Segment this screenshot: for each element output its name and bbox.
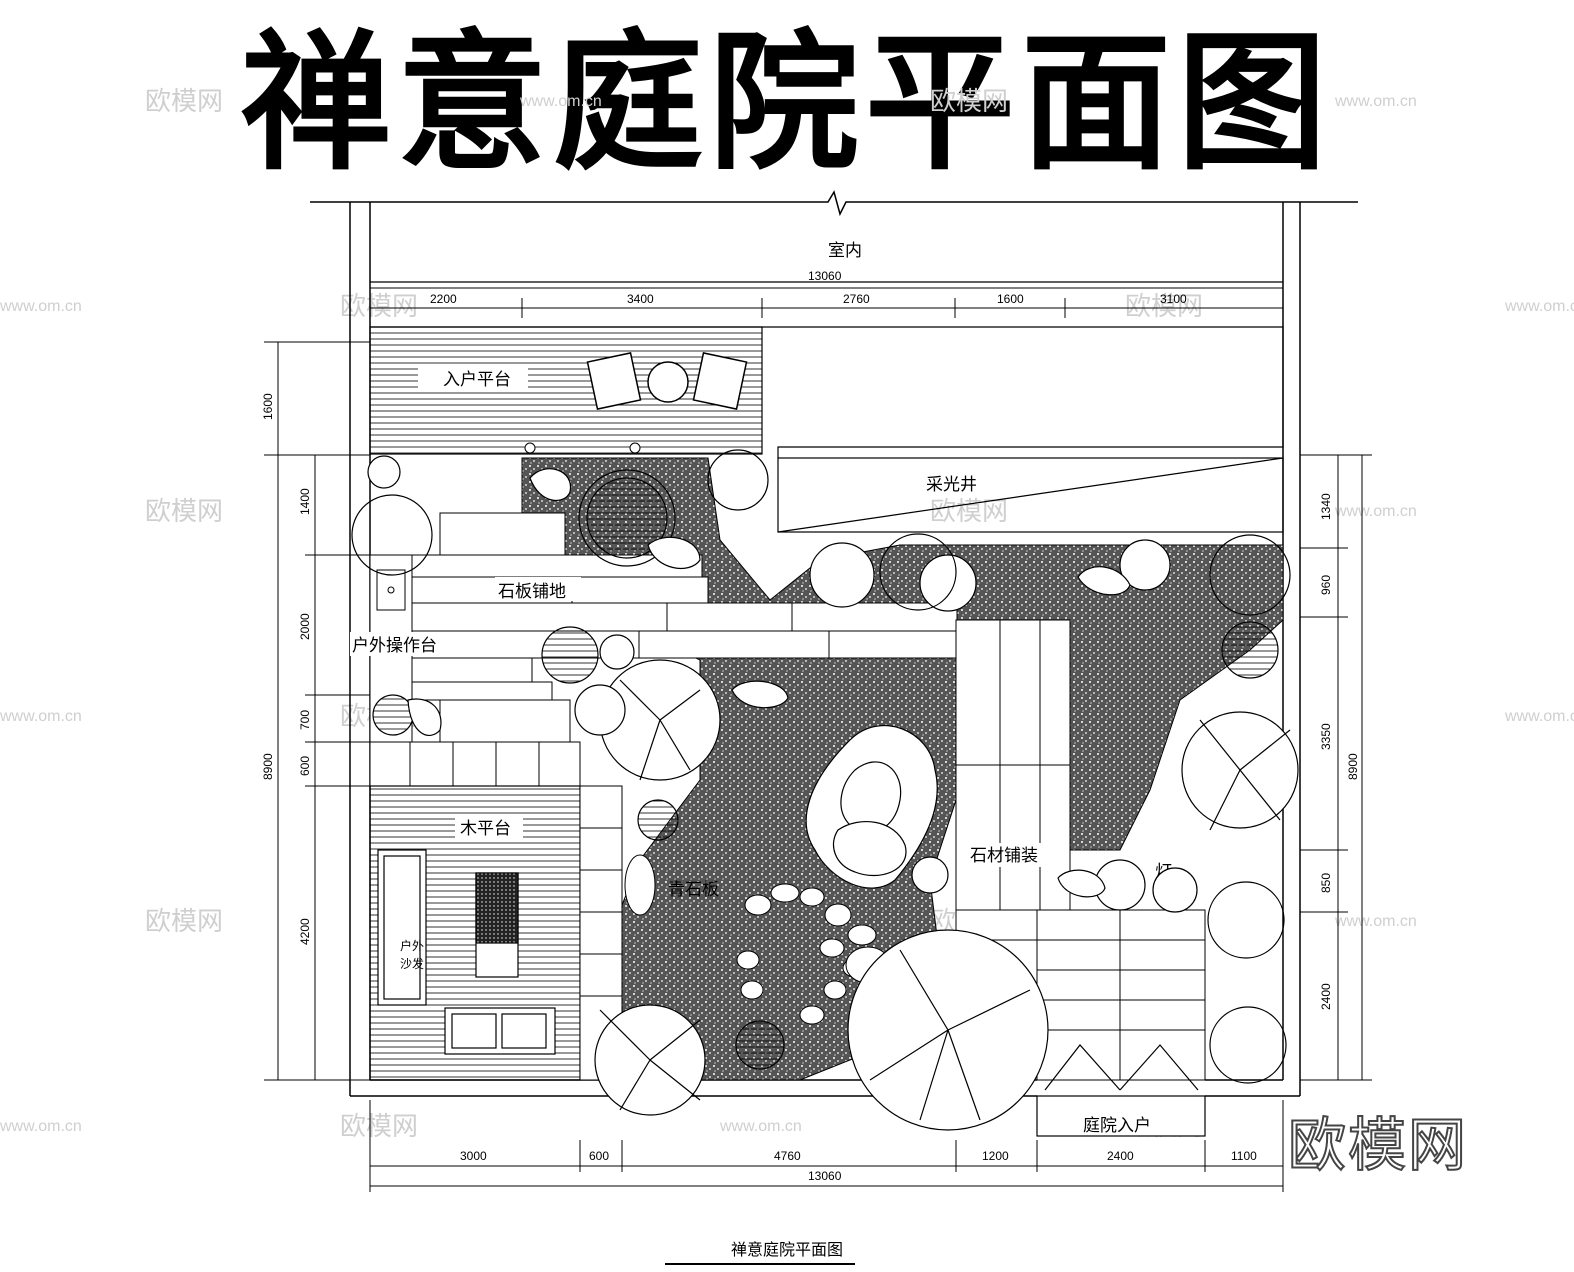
label-sofa-1: 户外 bbox=[400, 938, 424, 953]
label-courtyard-entry: 庭院入户 bbox=[1083, 1116, 1151, 1136]
label-wood-deck: 木平台 bbox=[460, 819, 511, 839]
dim-left-2: 2000 bbox=[298, 613, 312, 640]
dim-bottom-1: 3000 bbox=[460, 1149, 487, 1163]
courtyard-entry bbox=[1036, 1044, 1206, 1137]
watermark-url: www.om.cn bbox=[719, 1118, 802, 1135]
watermark-text: 欧模网 bbox=[340, 1112, 418, 1142]
left-dimension-chain bbox=[264, 341, 370, 1081]
label-stone-slab-paving: 石板铺地 bbox=[498, 582, 566, 602]
label-skylight-well: 采光井 bbox=[926, 475, 977, 495]
dim-left-5: 4200 bbox=[298, 918, 312, 945]
dim-left-total: 8900 bbox=[261, 753, 275, 780]
dim-right-2: 960 bbox=[1319, 575, 1333, 595]
watermark-text: 欧模网 bbox=[145, 87, 223, 117]
dim-top-total: 13060 bbox=[808, 269, 842, 283]
dim-left-3: 700 bbox=[298, 710, 312, 730]
label-bluestone: 青石板 bbox=[668, 880, 719, 900]
dim-right-3: 3350 bbox=[1319, 723, 1333, 750]
label-entry-platform: 入户平台 bbox=[443, 370, 511, 390]
watermark-text: 欧模网 bbox=[930, 87, 1008, 117]
dim-bottom-total: 13060 bbox=[808, 1169, 842, 1183]
dim-top-1: 2200 bbox=[430, 292, 457, 306]
top-dimension-chain bbox=[370, 287, 1283, 318]
label-sofa-2: 沙发 bbox=[400, 956, 424, 971]
drawing-title: 禅意庭院平面图 bbox=[240, 17, 1333, 191]
watermark-text: 欧模网 bbox=[340, 292, 418, 322]
dim-bottom-2: 600 bbox=[589, 1149, 609, 1163]
right-dimension-chain bbox=[1300, 454, 1372, 1081]
dim-left-1: 1400 bbox=[298, 488, 312, 515]
dim-bottom-4: 1200 bbox=[982, 1149, 1009, 1163]
watermark-url: www.om.cn bbox=[0, 298, 82, 315]
watermark-url: www.om.cn bbox=[519, 93, 602, 110]
label-stone-paving: 石材铺装 bbox=[970, 846, 1038, 866]
tree-canopy bbox=[351, 449, 1299, 1131]
lounge-chairs bbox=[586, 352, 748, 410]
watermark-text: 欧模网 bbox=[145, 907, 223, 937]
dim-right-4: 850 bbox=[1319, 873, 1333, 893]
bottom-dimension-chain bbox=[369, 1100, 1284, 1192]
outdoor-sofa bbox=[377, 849, 556, 1055]
drawing-caption: 禅意庭院平面图 bbox=[730, 1240, 843, 1259]
caption-underline bbox=[665, 1263, 855, 1265]
dim-right-1: 1340 bbox=[1319, 493, 1333, 520]
watermark-text: 欧模网 bbox=[145, 497, 223, 527]
dim-bottom-6: 1100 bbox=[1231, 1149, 1257, 1163]
watermark-url: www.om.cn bbox=[1334, 913, 1417, 930]
label-indoor: 室内 bbox=[828, 241, 862, 261]
dim-top-4: 1600 bbox=[997, 292, 1024, 306]
watermark-text: 欧模网 bbox=[930, 497, 1008, 527]
pond bbox=[805, 724, 938, 889]
break-line bbox=[310, 190, 1358, 217]
stepping-stones bbox=[624, 854, 891, 1025]
rocks bbox=[407, 468, 1131, 898]
dim-right-total: 8900 bbox=[1346, 753, 1360, 780]
watermark-url: www.om.cn bbox=[1504, 298, 1574, 315]
skylight-well bbox=[777, 457, 1284, 533]
dim-top-2: 3400 bbox=[627, 292, 654, 306]
dim-left-top: 1600 bbox=[261, 393, 275, 420]
stone-slab-paving bbox=[369, 512, 958, 787]
brand-logo: 欧模网 bbox=[1287, 1110, 1469, 1180]
watermark-url: www.om.cn bbox=[0, 1118, 82, 1135]
watermark-url: www.om.cn bbox=[0, 708, 82, 725]
dim-right-5: 2400 bbox=[1319, 983, 1333, 1010]
dim-left-4: 600 bbox=[298, 756, 312, 776]
label-outdoor-counter: 户外操作台 bbox=[352, 636, 437, 656]
watermark-url: www.om.cn bbox=[1334, 93, 1417, 110]
dim-top-5: 3100 bbox=[1160, 292, 1187, 306]
watermark-text: 欧模网 bbox=[1125, 292, 1203, 322]
dim-bottom-3: 4760 bbox=[774, 1149, 801, 1163]
dim-top-3: 2760 bbox=[843, 292, 870, 306]
watermark-url: www.om.cn bbox=[1504, 708, 1574, 725]
watermark-url: www.om.cn bbox=[1334, 503, 1417, 520]
dim-bottom-5: 2400 bbox=[1107, 1149, 1134, 1163]
